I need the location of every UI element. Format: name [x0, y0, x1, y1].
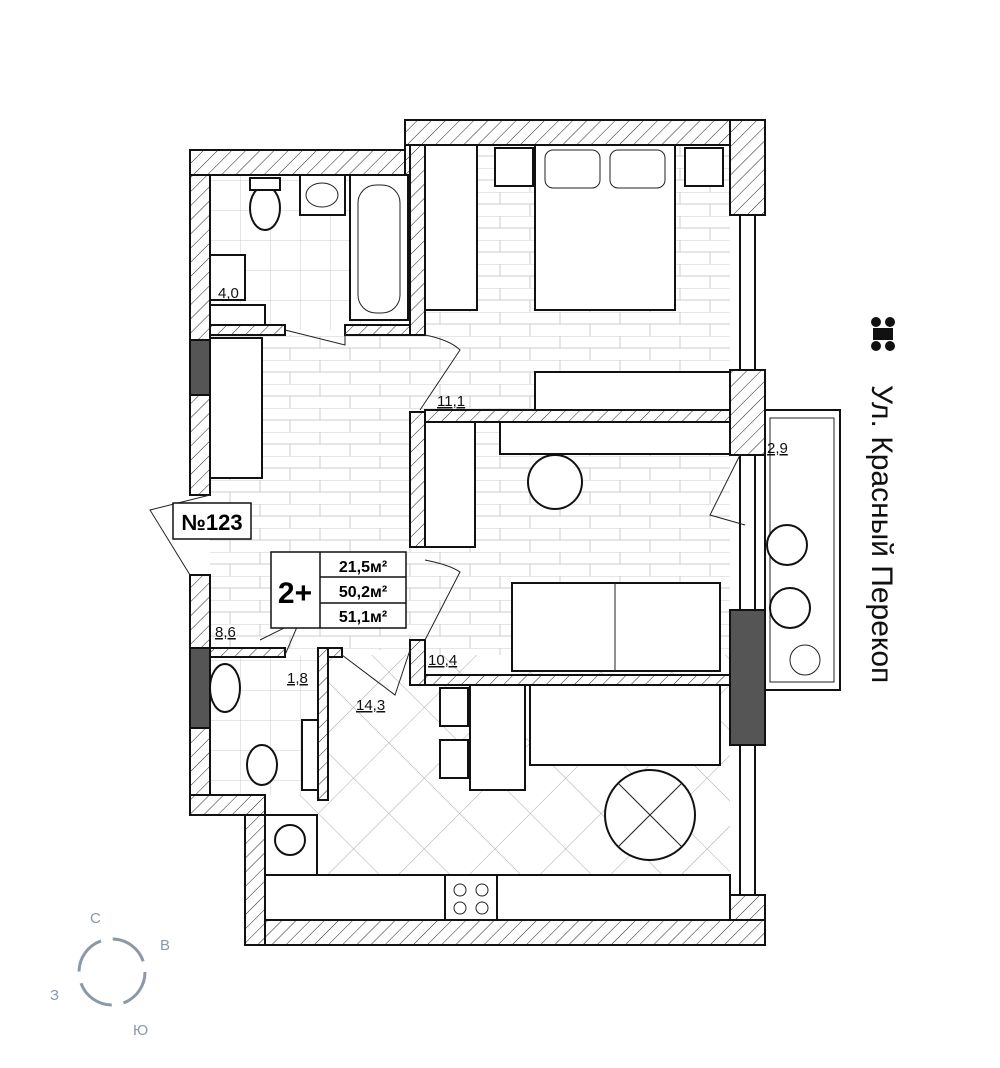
bed: [534, 144, 676, 311]
desk: [499, 421, 731, 455]
area-summary: 2+ 21,5м² 50,2м² 51,1м²: [270, 551, 407, 629]
furniture: [209, 144, 731, 921]
balcony-chair: [766, 524, 808, 566]
bedroom-wardrobe: [424, 144, 478, 311]
total-area: 50,2м²: [339, 584, 387, 601]
plant-icon: [789, 644, 821, 676]
nightstand: [684, 147, 724, 187]
hallway-wardrobe: [209, 337, 263, 479]
balcony-area: 2,9: [767, 440, 788, 457]
street-name: Ул. Красный Перекоп: [865, 385, 898, 683]
chair: [527, 454, 583, 510]
bathtub: [349, 174, 409, 321]
wc-shelf: [301, 719, 319, 791]
toilet: [249, 185, 281, 231]
compass-east: В: [160, 937, 170, 954]
sofa: [511, 582, 721, 672]
hallway-area: 8,6: [215, 624, 236, 641]
compass: С В З Ю: [50, 910, 170, 1039]
compass-south: Ю: [133, 1022, 148, 1039]
chair: [439, 739, 469, 779]
wc-toilet: [246, 744, 278, 786]
kitchen-living-area: 14,3: [356, 697, 385, 714]
nightstand: [494, 147, 534, 187]
balcony: [764, 409, 841, 691]
bathroom-area: 4,0: [218, 285, 239, 302]
doors: [149, 329, 746, 696]
room-count: 2+: [278, 577, 312, 610]
pedestrians-icon: [871, 317, 895, 351]
wc-area: 1,8: [287, 670, 308, 687]
washing-machine: [209, 254, 246, 301]
study-wardrobe: [424, 421, 476, 548]
kitchen-sofa: [529, 684, 721, 766]
compass-west: З: [50, 987, 59, 1004]
living-area: 21,5м²: [339, 559, 387, 576]
study-area: 10,4: [428, 652, 457, 669]
chair: [439, 687, 469, 727]
bedroom-cabinet: [534, 371, 731, 411]
wc-sink: [209, 663, 241, 713]
balcony-chair: [769, 587, 811, 629]
apartment-number: №123: [181, 510, 242, 535]
dining-table: [469, 684, 526, 791]
total-area-with-balcony: 51,1м²: [339, 609, 387, 626]
bedroom-area: 11,1: [437, 393, 465, 410]
compass-north: С: [90, 910, 101, 927]
apartment-number-box: [172, 502, 252, 540]
shelf: [209, 304, 266, 326]
stove: [444, 874, 498, 921]
